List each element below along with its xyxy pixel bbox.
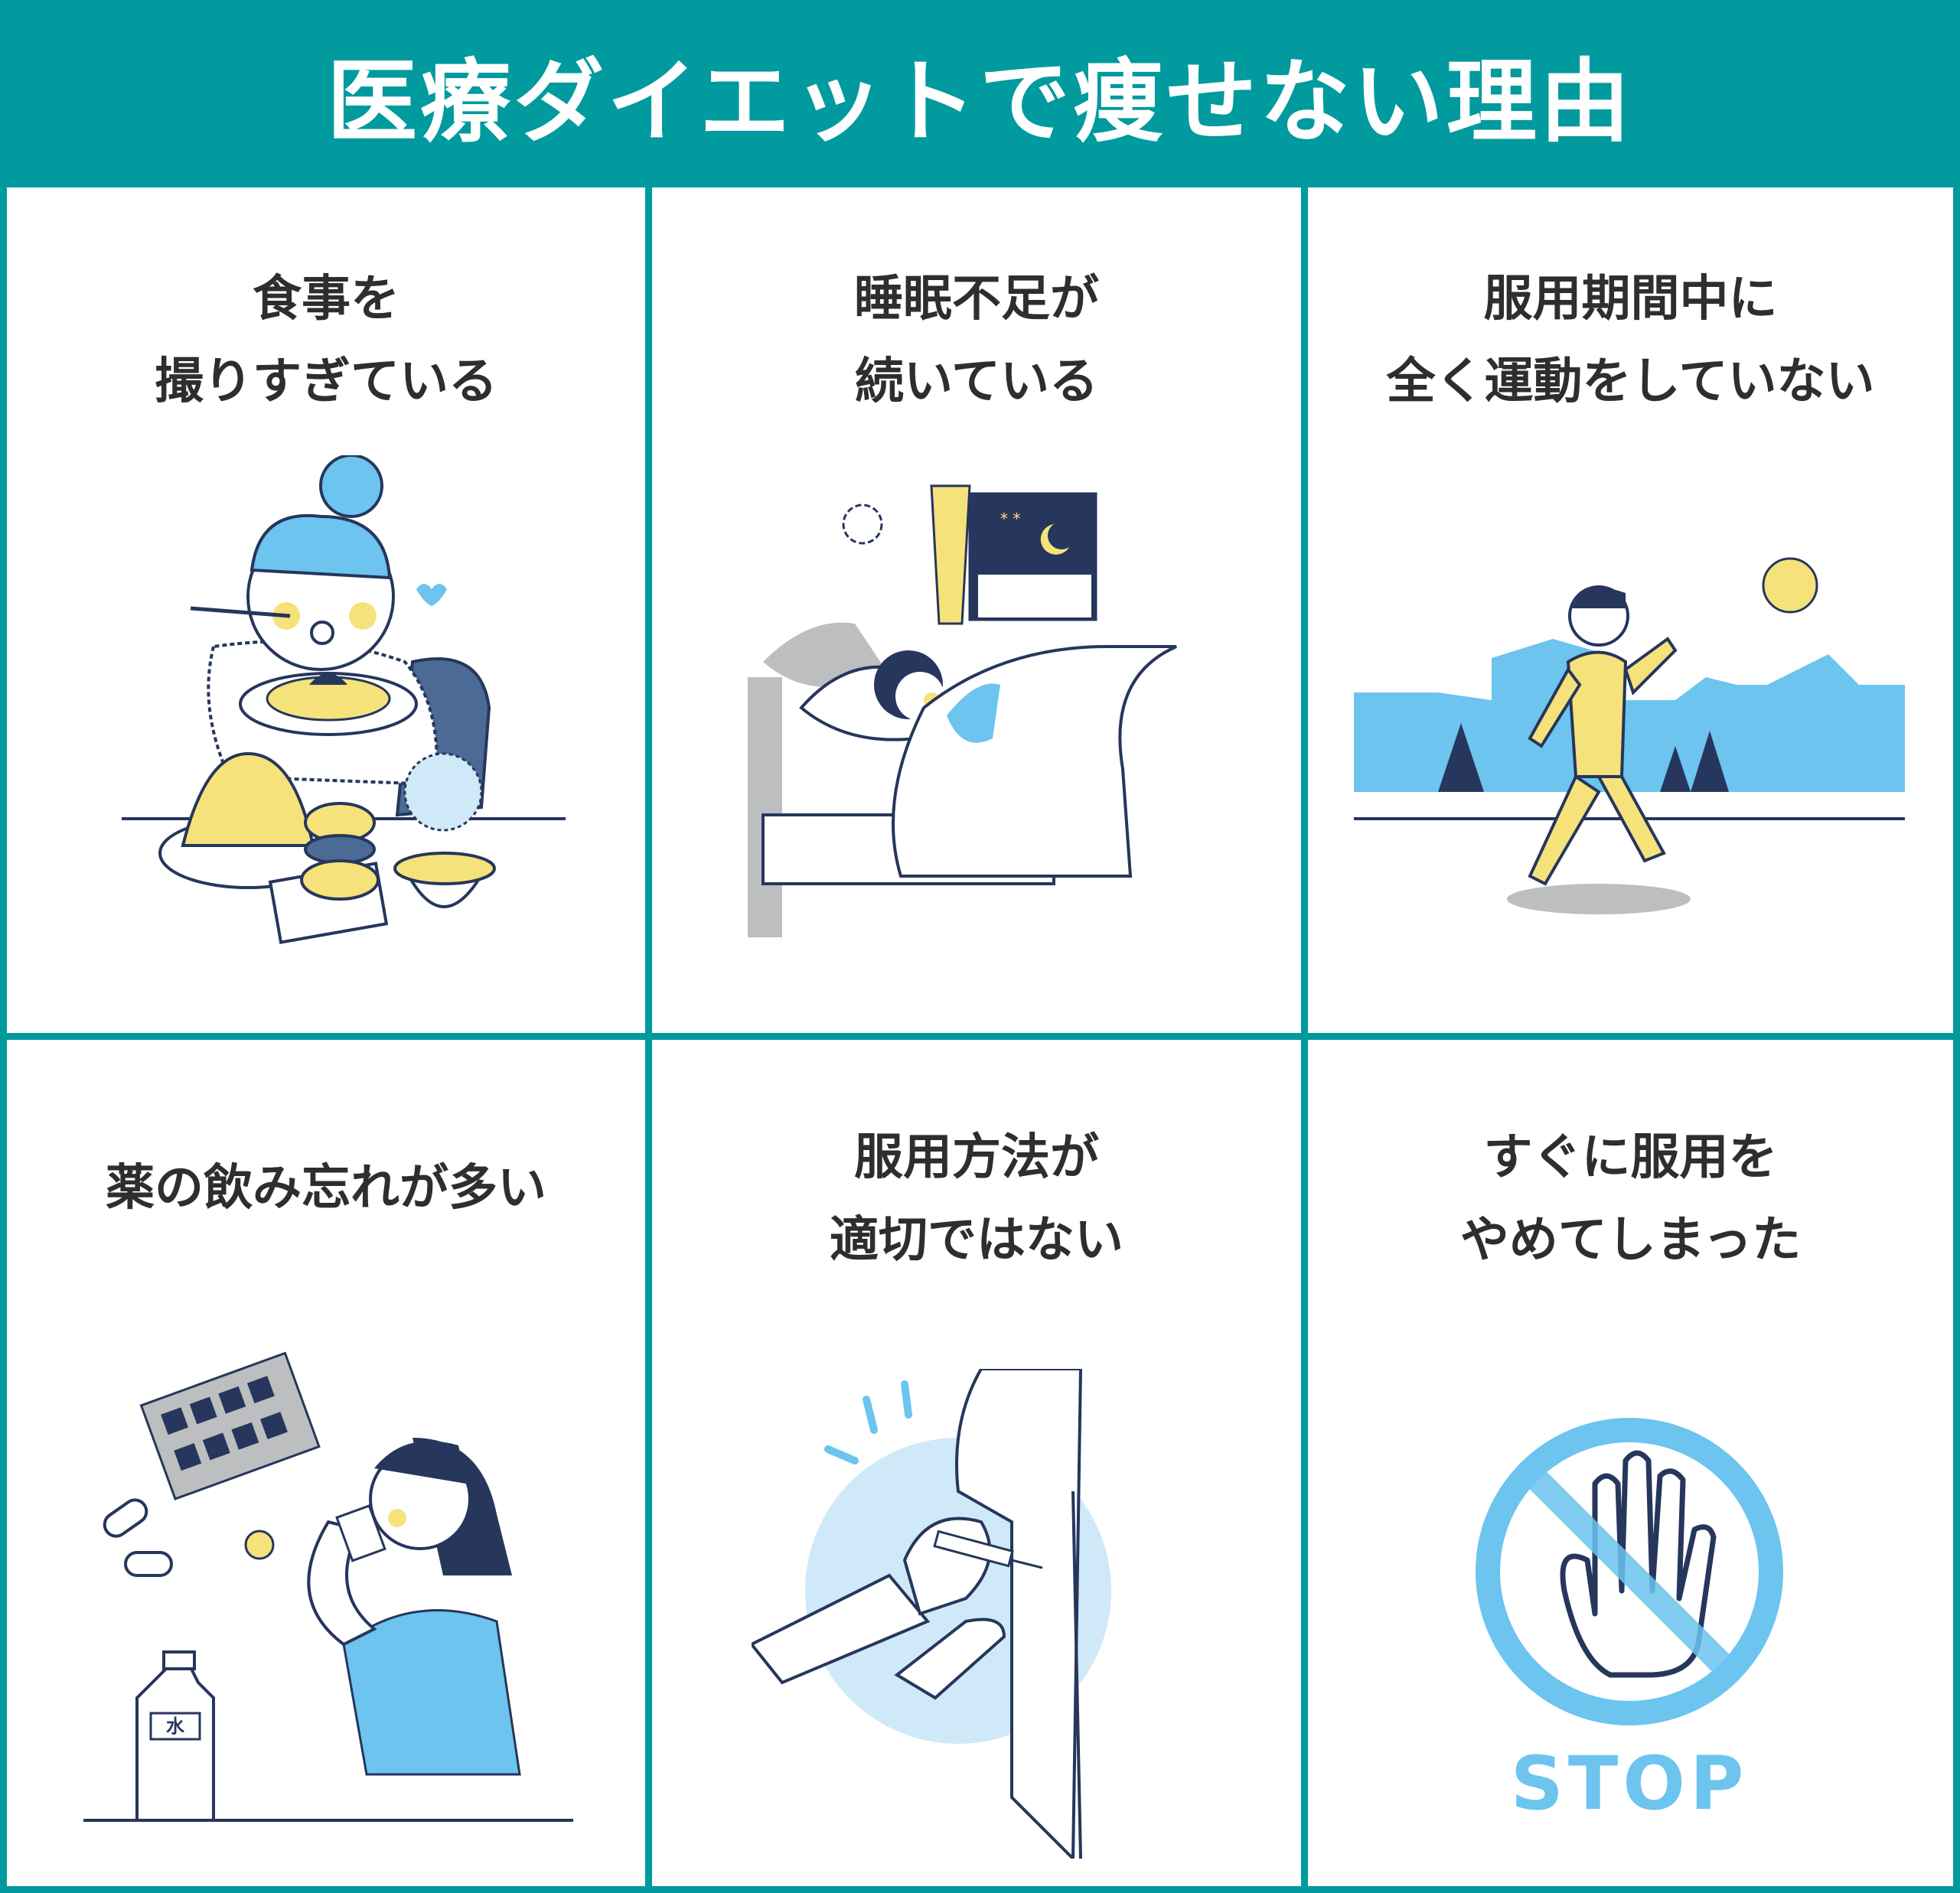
reason-card-missed-medicine: 薬の飲み忘れが多い: [7, 1040, 645, 1886]
reason-title: 薬の飲み忘れが多い: [7, 1147, 645, 1230]
reason-title-line1: 服用期間中に: [1483, 271, 1778, 327]
reason-card-exercise: 服用期間中に 全く運動をしていない: [1308, 187, 1953, 1033]
water-label: 水: [166, 1715, 185, 1737]
reason-title-line2: 適切ではない: [830, 1212, 1123, 1269]
divider-col-2: [1301, 187, 1308, 1893]
reason-title-line2: 全く運動をしていない: [1386, 354, 1875, 410]
reason-card-stopped: すぐに服用を やめてしまった STOP: [1308, 1040, 1953, 1886]
svg-text:* *: * *: [1000, 510, 1020, 528]
reason-title-line1: 食事を: [253, 271, 400, 327]
page-title: 医療ダイエットで痩せない理由: [327, 49, 1633, 155]
injection-illustration: [752, 1369, 1211, 1859]
reason-title: 服用期間中に 全く運動をしていない: [1308, 258, 1953, 423]
reason-title-line1: 睡眠不足が: [854, 271, 1099, 327]
reason-title-line1: 服用方法が: [854, 1129, 1099, 1186]
reason-title: 睡眠不足が 続いている: [652, 258, 1301, 423]
divider-col-1: [645, 187, 652, 1893]
reason-title-line2: 撮りすぎている: [155, 354, 497, 410]
frame-left: [0, 187, 7, 1893]
reason-title-line1: すぐに服用を: [1483, 1129, 1778, 1186]
stop-hand-illustration: STOP: [1472, 1415, 1794, 1828]
reason-card-overeating: 食事を 撮りすぎている: [7, 187, 645, 1033]
walking-illustration: [1354, 547, 1905, 945]
frame-right: [1953, 187, 1960, 1893]
reason-title: すぐに服用を やめてしまった: [1308, 1116, 1953, 1282]
sleeping-illustration: * *: [748, 478, 1207, 953]
reason-title: 食事を 撮りすぎている: [7, 258, 645, 423]
reason-title: 服用方法が 適切ではない: [652, 1116, 1301, 1282]
reason-title-line2: 続いている: [854, 354, 1099, 410]
reason-card-sleep: 睡眠不足が 続いている * *: [652, 187, 1301, 1033]
overeating-illustration: [122, 455, 566, 960]
title-banner: 医療ダイエットで痩せない理由: [0, 0, 1960, 187]
reason-title-line2: やめてしまった: [1459, 1212, 1802, 1269]
reason-title-line1: 薬の飲み忘れが多い: [106, 1160, 546, 1217]
stop-label: STOP: [1511, 1741, 1749, 1826]
taking-medicine-illustration: 水: [83, 1346, 581, 1836]
divider-row: [0, 1033, 1960, 1040]
frame-bottom: [0, 1886, 1960, 1893]
reason-card-method: 服用方法が 適切ではない: [652, 1040, 1301, 1886]
